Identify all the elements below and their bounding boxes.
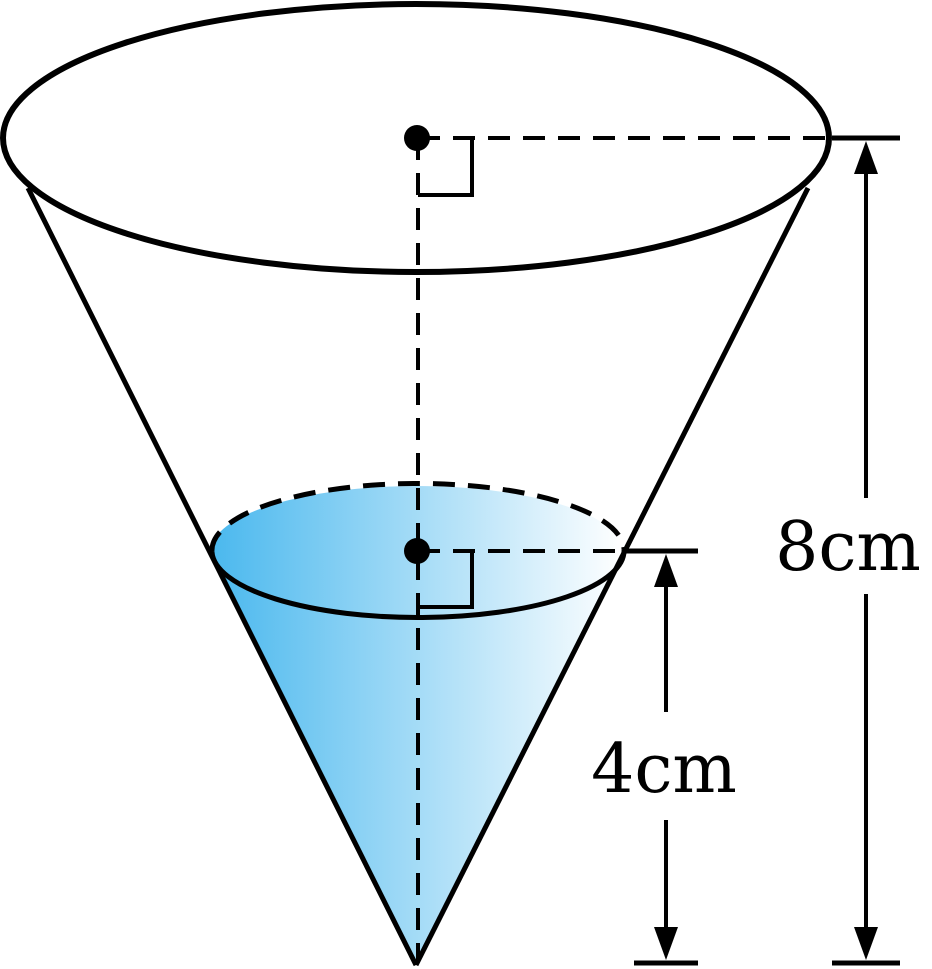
water-center-point: [404, 538, 430, 564]
water-cone-body: [213, 553, 624, 965]
total-height-label: 8cm: [775, 508, 921, 587]
cone-left-side: [25, 186, 419, 967]
water-right-angle-marker: [418, 551, 474, 609]
water-height-label: 4cm: [591, 730, 737, 809]
top-right-angle-marker: [418, 138, 474, 197]
cone-top-rim: [0, 1, 832, 275]
cone-right-side: [413, 186, 811, 967]
water-surface-back-edge: [209, 480, 627, 553]
water-height-arrow-up: [654, 554, 678, 587]
water-surface-front-edge: [209, 548, 627, 621]
total-height-arrow-down: [854, 927, 878, 960]
top-center-point: [404, 125, 430, 151]
total-height-arrow-up: [854, 141, 878, 174]
water-height-arrow-down: [654, 927, 678, 960]
